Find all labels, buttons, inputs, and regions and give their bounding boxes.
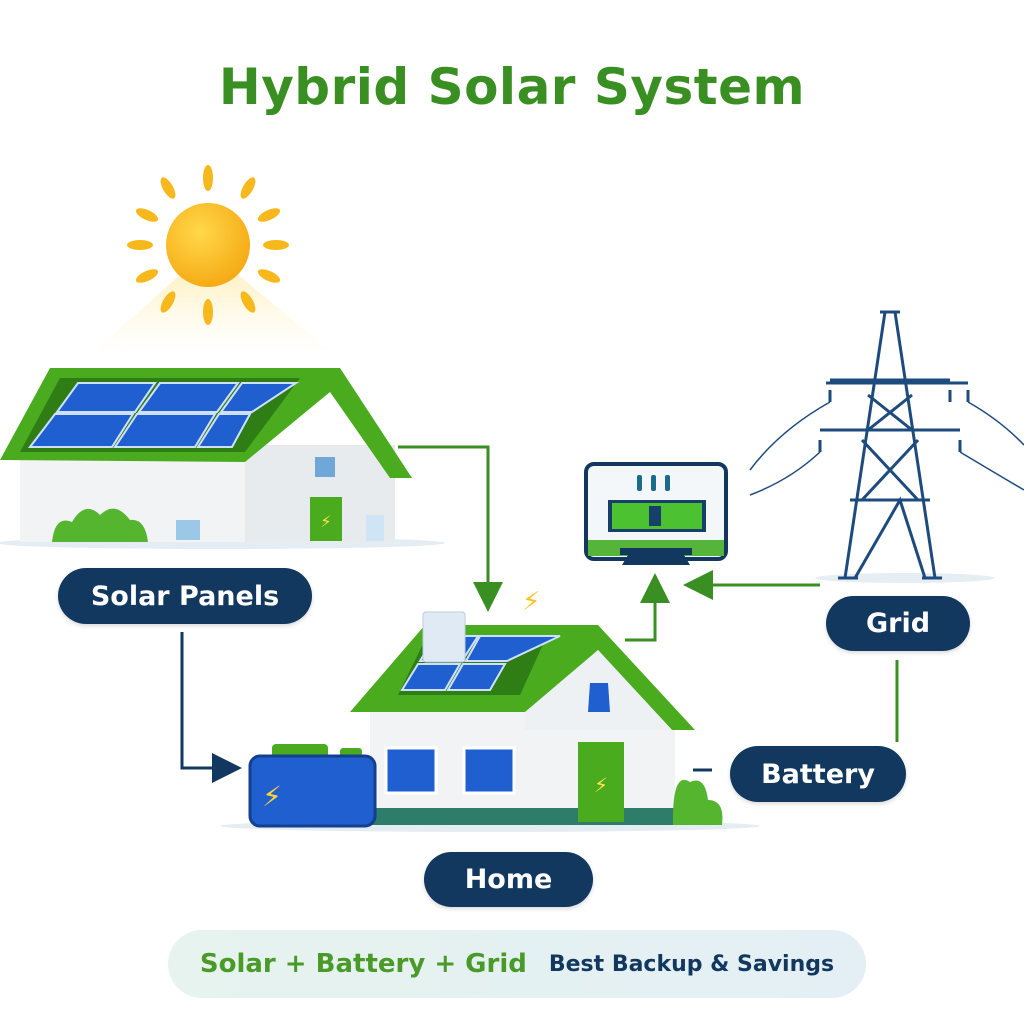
- summary-banner: Solar + Battery + Grid Best Backup & Sav…: [168, 930, 866, 998]
- arrow-solar-to-home: [398, 445, 503, 612]
- page-title: Hybrid Solar System: [218, 58, 806, 116]
- inverter-monitor-icon: [584, 462, 728, 565]
- summary-primary: Solar + Battery + Grid: [199, 949, 527, 979]
- svg-text:⚡: ⚡: [594, 773, 608, 797]
- sun-icon: [90, 165, 335, 355]
- arrow-panels-to-battery: [180, 632, 242, 783]
- lightning-icon: ⚡: [522, 587, 540, 617]
- arrow-home-to-inverter: [625, 573, 670, 642]
- summary-secondary: Best Backup & Savings: [548, 951, 835, 977]
- label-grid: Grid: [826, 596, 970, 651]
- power-tower-icon: [749, 310, 1024, 583]
- home-icon: ⚡ ⚡: [220, 587, 760, 832]
- label-battery: Battery: [730, 746, 906, 802]
- flow-arrows: [180, 445, 899, 783]
- svg-text:⚡: ⚡: [320, 512, 331, 531]
- label-solar-panels: Solar Panels: [58, 568, 312, 624]
- svg-text:⚡: ⚡: [262, 780, 282, 813]
- solar-house-icon: ⚡: [0, 368, 445, 549]
- label-home: Home: [424, 852, 593, 907]
- battery-icon: ⚡: [248, 744, 377, 828]
